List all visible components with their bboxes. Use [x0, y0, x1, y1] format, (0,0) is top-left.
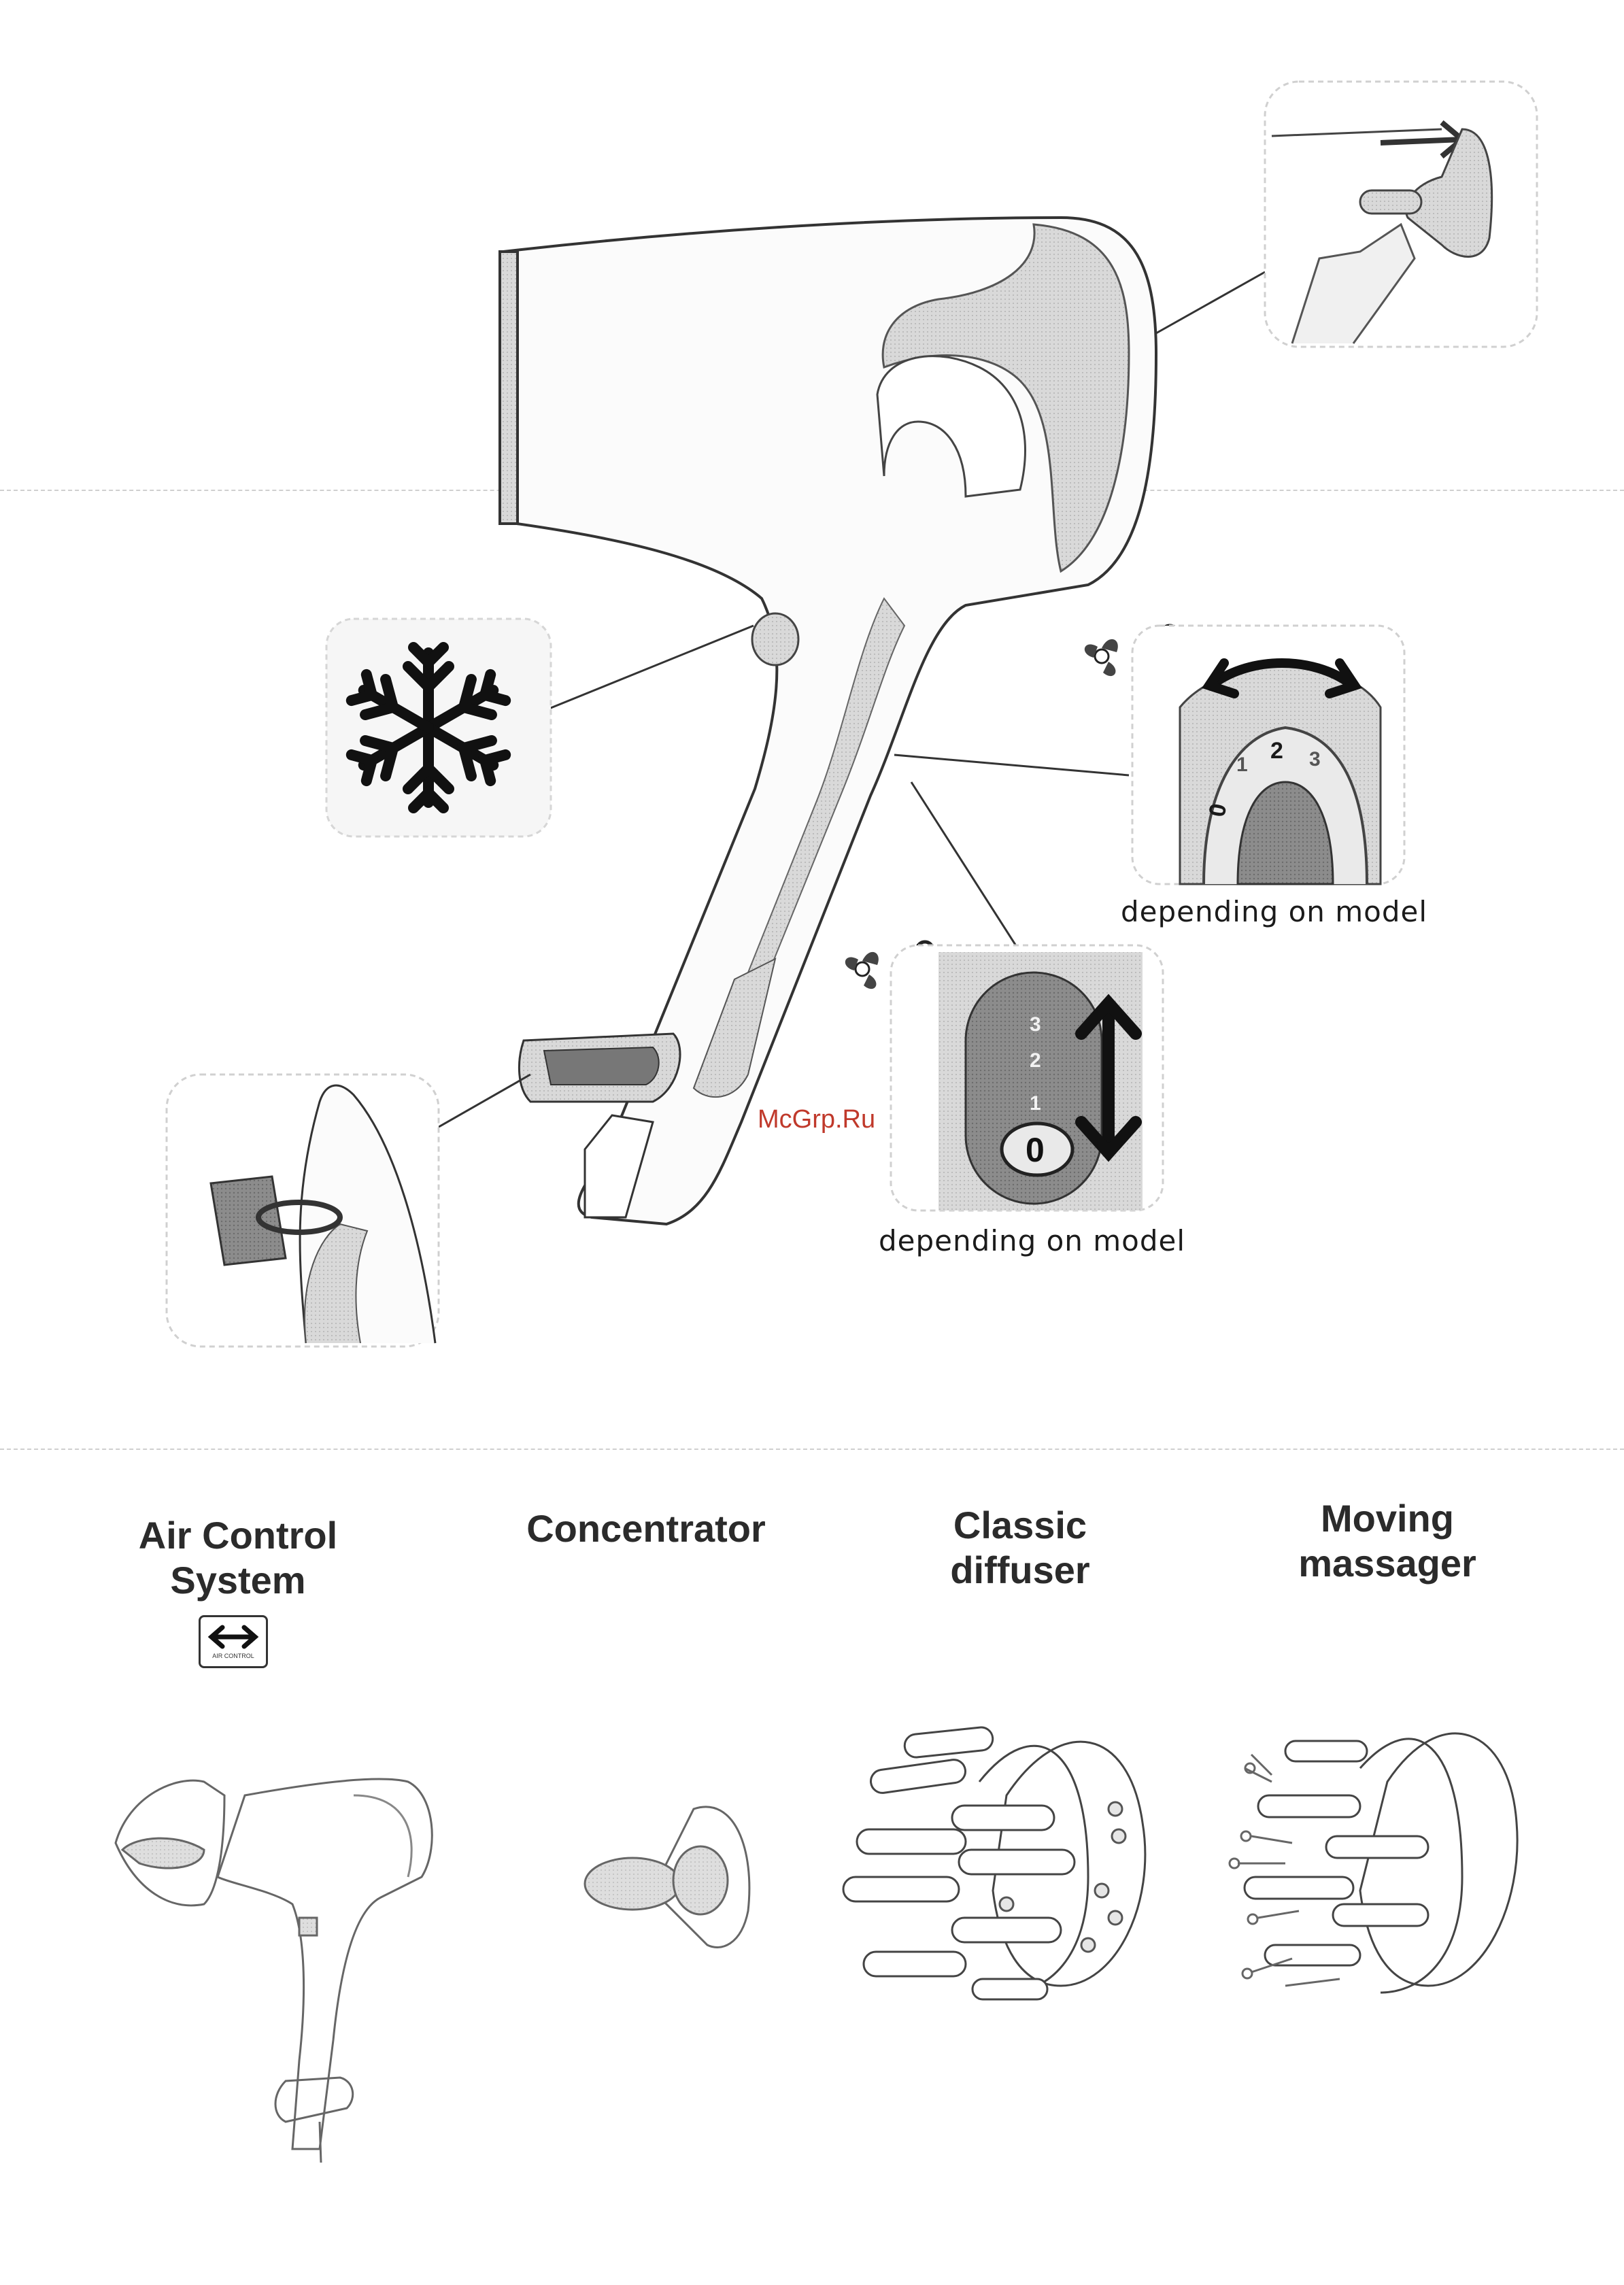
cold-shot-button: [752, 613, 798, 665]
inset-hook: [1265, 82, 1537, 347]
fold-line-bottom: [0, 1449, 1624, 1450]
slider-caption: depending on model: [879, 1224, 1185, 1257]
slider-scale-2: 2: [1030, 1049, 1041, 1072]
accessory-title-moving-massager: Moving massager: [1265, 1496, 1510, 1586]
slider-scale-0: 0: [1026, 1130, 1045, 1170]
air-control-badge: AIR CONTROL: [199, 1615, 268, 1668]
accessory-title-concentrator: Concentrator: [503, 1506, 789, 1551]
dial-scale-3: 3: [1309, 748, 1321, 771]
dial-scale-2: 2: [1270, 738, 1283, 764]
dial-scale-1: 1: [1236, 754, 1248, 777]
accessory-title-air-control: Air Control System: [116, 1513, 360, 1603]
dryer-air-control: [116, 1779, 432, 2163]
air-control-badge-label: AIR CONTROL: [201, 1653, 266, 1659]
moving-massager: [1230, 1733, 1517, 1993]
inset-slider: [845, 942, 1163, 1211]
concentrator-nozzle: [585, 1807, 749, 1948]
watermark: McGrp.Ru: [758, 1105, 875, 1134]
slider-scale-1: 1: [1030, 1092, 1041, 1115]
accessory-title-classic-diffuser: Classic diffuser: [898, 1503, 1143, 1593]
slider-scale-3: 3: [1030, 1013, 1041, 1036]
hair-dryer-diagram: [0, 0, 1624, 1449]
inset-snowflake: [326, 619, 551, 836]
classic-diffuser: [843, 1726, 1145, 1999]
air-control-arrow-icon: [201, 1620, 266, 1654]
accessories-illustration: [0, 1700, 1624, 2176]
dial-caption: depending on model: [1121, 895, 1427, 928]
fan-icon: [1085, 639, 1118, 676]
inset-wall-hook: [167, 1074, 439, 1347]
